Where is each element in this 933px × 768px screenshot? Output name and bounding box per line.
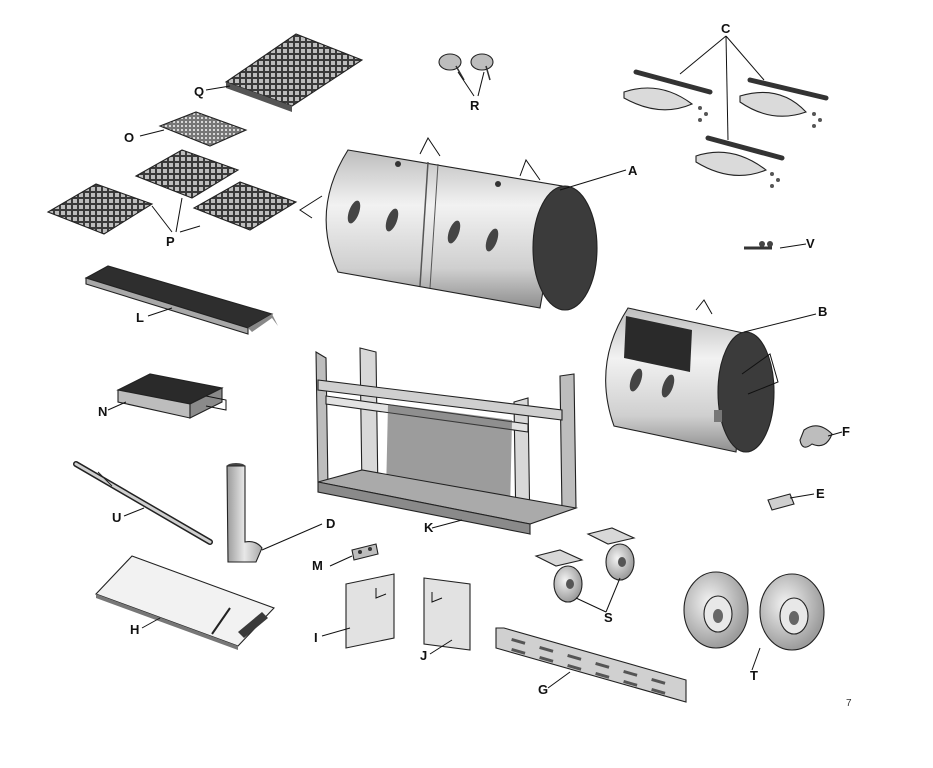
part-e-bracket xyxy=(767,493,795,511)
part-c-burners xyxy=(623,69,829,188)
label-g: G xyxy=(538,682,548,697)
part-a-main-barrel xyxy=(299,137,598,311)
label-r: R xyxy=(470,98,480,113)
label-b: B xyxy=(818,304,827,319)
part-h-bottom-shelf xyxy=(95,555,275,650)
label-l: L xyxy=(136,310,144,325)
label-h: H xyxy=(130,622,139,637)
label-q: Q xyxy=(194,84,204,99)
part-s-casters xyxy=(534,527,636,603)
part-v-hardware xyxy=(744,241,773,250)
label-k: K xyxy=(424,520,434,535)
label-c: C xyxy=(721,21,731,36)
part-m-bracket xyxy=(351,543,379,561)
page-number: 7 xyxy=(846,698,852,709)
part-n-ash-tray xyxy=(116,373,227,419)
label-m: M xyxy=(312,558,323,573)
part-j-door xyxy=(423,577,471,651)
label-f: F xyxy=(842,424,850,439)
label-i: I xyxy=(314,630,318,645)
label-o: O xyxy=(124,130,134,145)
label-s: S xyxy=(604,610,613,625)
part-b-firebox xyxy=(605,299,779,453)
label-u: U xyxy=(112,510,121,525)
part-l-front-shelf xyxy=(84,265,278,335)
part-o-warming-rack xyxy=(158,111,248,147)
label-v: V xyxy=(806,236,815,251)
label-a: A xyxy=(628,163,638,178)
part-t-wheels xyxy=(683,571,825,651)
part-r-thermometers xyxy=(438,53,494,81)
label-e: E xyxy=(816,486,825,501)
label-j: J xyxy=(420,648,427,663)
part-k-cart-frame xyxy=(315,347,579,535)
part-g-vent-panel xyxy=(495,627,687,703)
part-q-cooking-grate xyxy=(224,33,364,112)
part-d-smoke-stack xyxy=(226,463,263,563)
label-d: D xyxy=(326,516,335,531)
label-p: P xyxy=(166,234,175,249)
part-labels: Q O P L N R C A V B F E U D K M H I J G … xyxy=(98,21,852,709)
label-t: T xyxy=(750,668,758,683)
leader-lines xyxy=(107,35,843,689)
part-u-handle xyxy=(73,461,213,545)
part-i-door xyxy=(345,573,395,649)
part-p-grates xyxy=(46,149,298,235)
label-n: N xyxy=(98,404,107,419)
part-f-damper xyxy=(799,425,833,448)
